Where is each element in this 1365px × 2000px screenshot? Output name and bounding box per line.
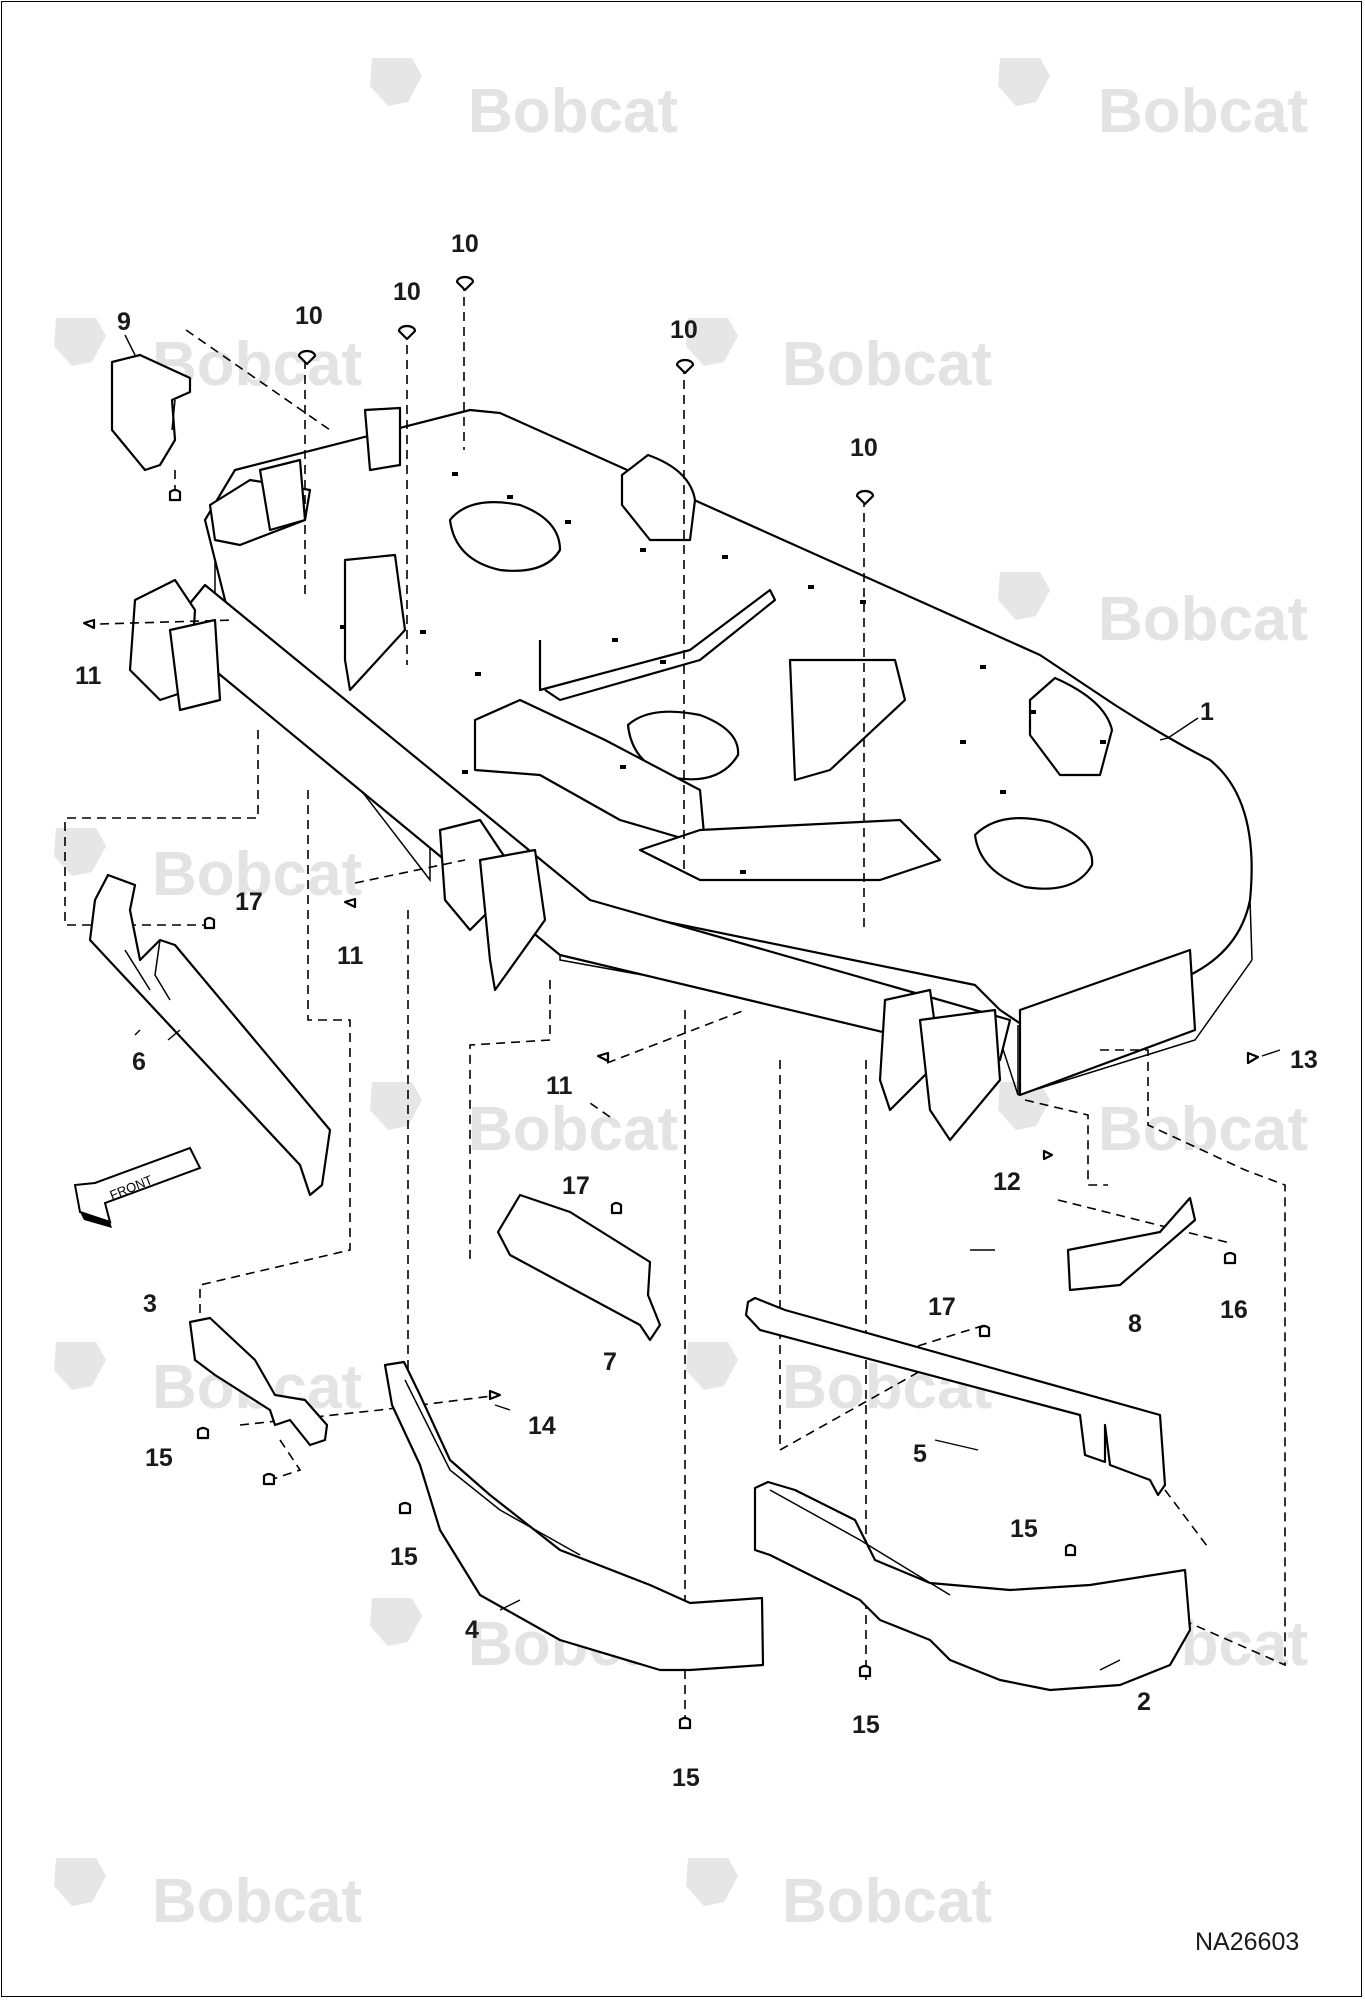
mount-bracket <box>258 458 307 532</box>
mount-bracket <box>363 406 402 472</box>
callout-2: 2 <box>1137 1688 1151 1716</box>
callout-11: 11 <box>546 1072 573 1100</box>
bobcat-watermark: Bobcat <box>54 1858 362 1936</box>
callout-13: 13 <box>1290 1046 1318 1074</box>
bobcat-watermark: Bobcat <box>998 1082 1308 1164</box>
callout-10: 10 <box>670 316 698 344</box>
callout-9: 9 <box>117 308 131 336</box>
nut <box>1064 1543 1077 1557</box>
mount-bracket <box>343 553 407 692</box>
callout-15: 15 <box>145 1444 173 1472</box>
nut <box>196 1426 210 1440</box>
callout-14: 14 <box>528 1412 556 1440</box>
callout-15: 15 <box>390 1543 418 1571</box>
bobcat-watermark: Bobcat <box>370 58 678 146</box>
callout-10: 10 <box>393 278 421 306</box>
bobcat-watermark: Bobcat <box>998 58 1308 146</box>
callout-15: 15 <box>672 1764 700 1792</box>
part-4-side-skirt <box>383 1360 765 1730</box>
callout-10: 10 <box>451 230 479 258</box>
bobcat-watermark: Bobcat <box>998 572 1308 654</box>
callout-11: 11 <box>337 942 364 970</box>
mount-bracket <box>168 618 222 712</box>
mount-bracket <box>918 1008 1002 1142</box>
svg-text:Bobcat: Bobcat <box>468 77 678 146</box>
nut <box>398 1501 412 1515</box>
blade-opening <box>973 817 1094 890</box>
callouts: 1 2 3 4 5 6 7 8 9 10 10 10 10 10 11 11 1… <box>75 230 1318 1792</box>
callout-5: 5 <box>913 1440 927 1468</box>
nut <box>858 1664 872 1678</box>
bobcat-watermark: Bobcat <box>686 1858 992 1936</box>
right-side-panel <box>1018 948 1197 1097</box>
svg-text:Bobcat: Bobcat <box>1098 585 1308 654</box>
callout-1: 1 <box>1200 698 1214 726</box>
belt-shield-arm <box>788 658 907 782</box>
callout-17: 17 <box>928 1293 956 1321</box>
svg-text:Bobcat: Bobcat <box>152 1867 362 1936</box>
mount-bracket <box>478 848 547 992</box>
svg-text:Bobcat: Bobcat <box>1098 1095 1308 1164</box>
bobcat-watermark: Bobcat <box>370 1082 678 1164</box>
svg-text:Bobcat: Bobcat <box>152 840 362 909</box>
part-3-bracket <box>188 1316 329 1486</box>
bobcat-watermark: Bobcat <box>686 318 992 399</box>
callout-8: 8 <box>1128 1310 1142 1338</box>
part-5-rear-baffle <box>744 1296 1167 1497</box>
front-direction-arrow: FRONT <box>73 1146 202 1228</box>
callout-7: 7 <box>603 1348 617 1376</box>
bobcat-watermark: Bobcat <box>54 318 362 399</box>
callout-10: 10 <box>295 302 323 330</box>
nut <box>262 1472 276 1486</box>
nut <box>610 1201 623 1215</box>
callout-15: 15 <box>1010 1515 1038 1543</box>
bobcat-watermark: Bobcat <box>54 828 362 909</box>
belt-shield-arm <box>538 588 777 702</box>
part-7-baffle <box>496 1193 662 1342</box>
pulley-guard <box>1028 676 1114 777</box>
callout-16: 16 <box>1220 1296 1248 1324</box>
nut <box>1223 1251 1237 1265</box>
callout-15: 15 <box>852 1711 880 1739</box>
part-6-baffle <box>88 873 332 1197</box>
nut <box>678 1716 692 1730</box>
callout-12: 12 <box>993 1168 1021 1196</box>
diagram-code: NA26603 <box>1195 1928 1299 1956</box>
part-8-bracket <box>1066 1196 1237 1292</box>
svg-text:Bobcat: Bobcat <box>1098 77 1308 146</box>
callout-17: 17 <box>562 1172 590 1200</box>
callout-leaders <box>124 334 1281 1671</box>
callout-3: 3 <box>143 1290 157 1318</box>
callout-17: 17 <box>235 888 263 916</box>
rear-bracket <box>638 818 942 882</box>
bolts <box>82 275 1260 1401</box>
callout-6: 6 <box>132 1048 146 1076</box>
deck-holes <box>340 472 1106 874</box>
nut <box>203 916 216 930</box>
callout-4: 4 <box>465 1616 479 1644</box>
svg-text:Bobcat: Bobcat <box>782 1867 992 1936</box>
nut <box>168 488 182 502</box>
part-9-bracket <box>110 353 192 502</box>
pulley-guard <box>620 453 697 542</box>
callout-10: 10 <box>850 434 878 462</box>
blade-opening <box>448 501 562 572</box>
part-2-side-skirt <box>753 1480 1192 1692</box>
nut <box>978 1324 991 1338</box>
callout-11: 11 <box>75 662 102 690</box>
svg-text:Bobcat: Bobcat <box>782 330 992 399</box>
mower-deck-housing <box>128 406 1253 1142</box>
svg-text:Bobcat: Bobcat <box>468 1095 678 1164</box>
